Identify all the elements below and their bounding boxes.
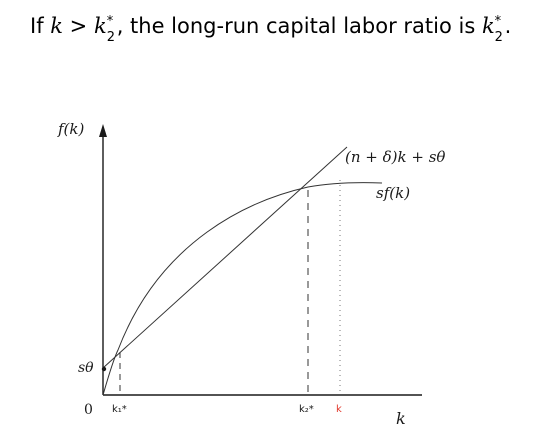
tick-k-label: k [336,404,342,415]
curve-label: sf(k) [376,184,410,202]
intercept-label: sθ [78,360,94,376]
headline-k2b: k [481,14,495,38]
origin-label: 0 [84,402,93,418]
y-axis-arrow [99,124,107,137]
tick-k1-label: k₁* [112,404,127,415]
headline-end: . [504,14,512,38]
headline-k2b-sup: * [494,14,502,29]
y-axis-label: f(k) [57,120,84,138]
headline-mid: , the long-run capital labor ratio is [116,14,482,38]
headline-k2-sub: 2 [106,30,115,45]
headline: If k > k*2, the long-run capital labor r… [30,14,512,45]
line-label: (n + δ)k + sθ [345,148,445,166]
headline-k2-sup: * [106,14,114,29]
headline-k2: k [93,14,107,38]
x-axis-label: k [396,409,406,428]
intercept-point [101,366,107,372]
headline-gt: > [63,14,94,38]
headline-k2b-sub: 2 [494,30,503,45]
headline-prefix: If [30,14,51,38]
tick-k2-label: k₂* [299,404,314,415]
savings-curve [102,182,383,396]
depreciation-line [102,146,348,369]
headline-k: k [50,14,63,38]
